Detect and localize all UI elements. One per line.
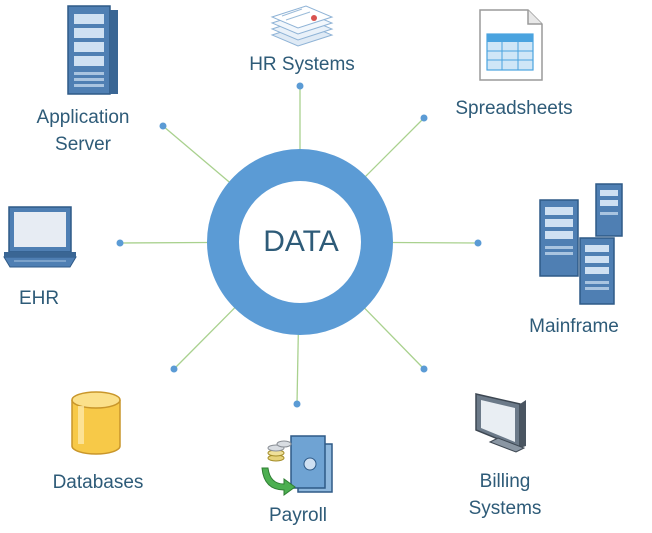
connector-dot-hr-systems [296,82,304,90]
data-hub-ring [207,149,393,335]
node-label-ehr: EHR [8,285,70,312]
node-label-hr-systems: HR Systems [228,51,376,78]
connector-line-billing-systems [363,307,425,370]
node-label-databases: Databases [36,469,160,496]
connector-line-spreadsheets [364,117,425,178]
spreadsheet-icon [479,9,543,81]
connector-line-databases [173,306,236,370]
monitor-icon [475,393,526,453]
label-line: Systems [468,498,542,519]
label-line: Server [55,134,111,155]
label-line: Billing [479,471,531,492]
label-line: Mainframe [529,316,619,337]
node-label-application-server: Application Server [18,104,148,158]
connector-dot-application-server [159,122,167,130]
hub-label: DATA [263,225,339,258]
label-line: Payroll [268,505,328,526]
label-line: HR Systems [249,54,355,75]
database-cylinder-icon [71,391,121,455]
mainframe-servers-icon [539,183,623,305]
label-line: EHR [18,288,60,309]
node-label-spreadsheets: Spreadsheets [440,95,588,122]
connector-dot-payroll [293,400,301,408]
connector-dot-billing-systems [420,365,428,373]
label-line: Application [36,107,130,128]
connector-line-application-server [162,125,231,184]
connector-line-payroll [296,333,299,405]
connector-dot-mainframe [474,239,482,247]
connector-dot-spreadsheets [420,114,428,122]
node-label-payroll: Payroll [238,502,358,529]
node-label-billing-systems: Billing Systems [445,468,565,522]
label-line: Spreadsheets [455,98,573,119]
stacked-documents-icon [270,5,334,47]
safe-coins-icon [261,435,333,496]
node-label-mainframe: Mainframe [505,313,643,340]
connector-dot-ehr [116,239,124,247]
server-tower-icon [67,5,118,95]
laptop-icon [3,206,77,268]
connector-dot-databases [170,365,178,373]
label-line: Databases [52,472,144,493]
